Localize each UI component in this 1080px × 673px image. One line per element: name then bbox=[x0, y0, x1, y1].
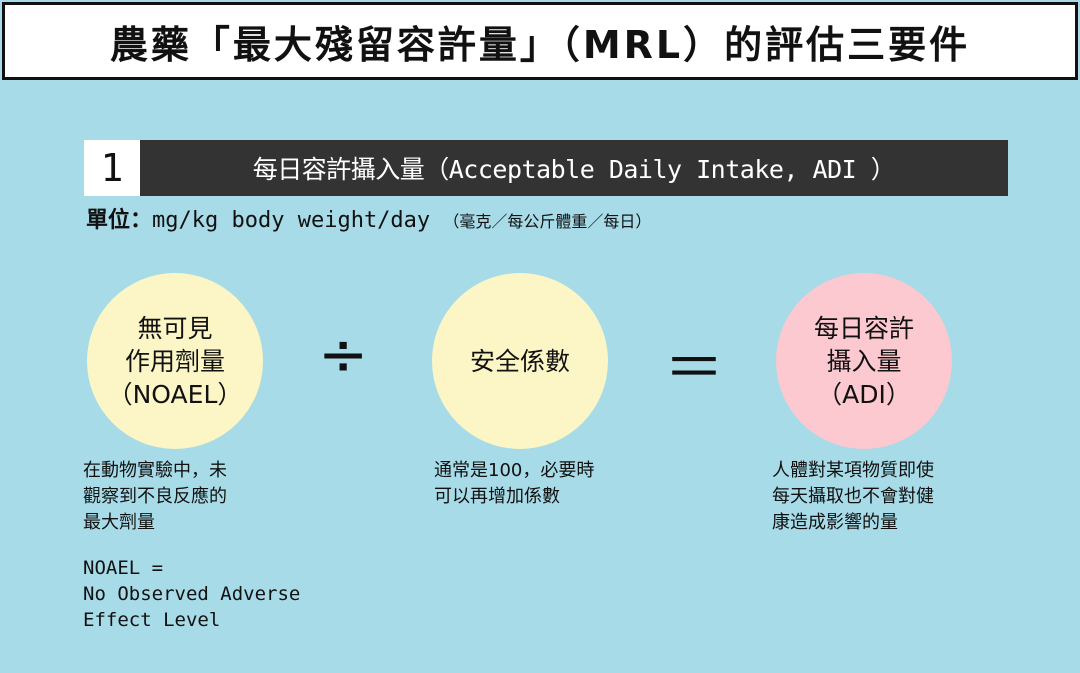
noael-circle: 無可見 作用劑量 （NOAEL） bbox=[87, 273, 263, 449]
adi-circle: 每日容許 攝入量 （ADI） bbox=[776, 273, 952, 449]
unit-label: 單位： bbox=[86, 208, 153, 233]
circle-line: （ADI） bbox=[817, 379, 911, 409]
safety-factor-circle: 安全係數 bbox=[432, 273, 608, 449]
circle-line: 攝入量 bbox=[826, 346, 902, 376]
desc-line: 通常是100，必要時 bbox=[434, 460, 595, 481]
unit-note: （毫克／每公斤體重／每日） bbox=[443, 212, 652, 231]
section-heading: 每日容許攝入量（Acceptable Daily Intake, ADI ） bbox=[252, 155, 896, 184]
noael-description: 在動物實驗中，未 觀察到不良反應的 最大劑量 bbox=[83, 458, 227, 536]
desc-line: 最大劑量 bbox=[83, 512, 155, 533]
desc-line: 觀察到不良反應的 bbox=[83, 486, 227, 507]
desc-line: 人體對某項物質即使 bbox=[772, 460, 934, 481]
def-line: NOAEL = bbox=[83, 557, 164, 579]
circle-line: （NOAEL） bbox=[107, 379, 243, 409]
def-line: Effect Level bbox=[83, 609, 221, 631]
page-title: 農藥「最大殘留容許量」（MRL）的評估三要件 bbox=[2, 2, 1078, 80]
equals-operator: ＝ bbox=[664, 334, 724, 404]
circle-line: 每日容許 bbox=[813, 313, 914, 343]
desc-line: 在動物實驗中，未 bbox=[83, 460, 227, 481]
safety-factor-description: 通常是100，必要時 可以再增加係數 bbox=[434, 458, 594, 510]
desc-line: 每天攝取也不會對健 bbox=[772, 486, 934, 507]
desc-line: 康造成影響的量 bbox=[772, 512, 898, 533]
adi-description: 人體對某項物質即使 每天攝取也不會對健 康造成影響的量 bbox=[772, 458, 934, 536]
noael-definition: NOAEL = No Observed Adverse Effect Level bbox=[83, 555, 300, 633]
section-header: 1 每日容許攝入量（Acceptable Daily Intake, ADI ） bbox=[84, 140, 1008, 196]
def-line: No Observed Adverse bbox=[83, 583, 301, 605]
circle-line: 安全係數 bbox=[469, 346, 570, 376]
unit-line: 單位：mg/kg body weight/day （毫克／每公斤體重／每日） bbox=[86, 202, 651, 234]
circle-line: 作用劑量 bbox=[124, 346, 225, 376]
unit-value: mg/kg body weight/day bbox=[152, 208, 431, 233]
section-number: 1 bbox=[84, 140, 140, 196]
divide-operator: ÷ bbox=[318, 320, 369, 390]
desc-line: 可以再增加係數 bbox=[434, 486, 560, 507]
circle-line: 無可見 bbox=[137, 313, 213, 343]
